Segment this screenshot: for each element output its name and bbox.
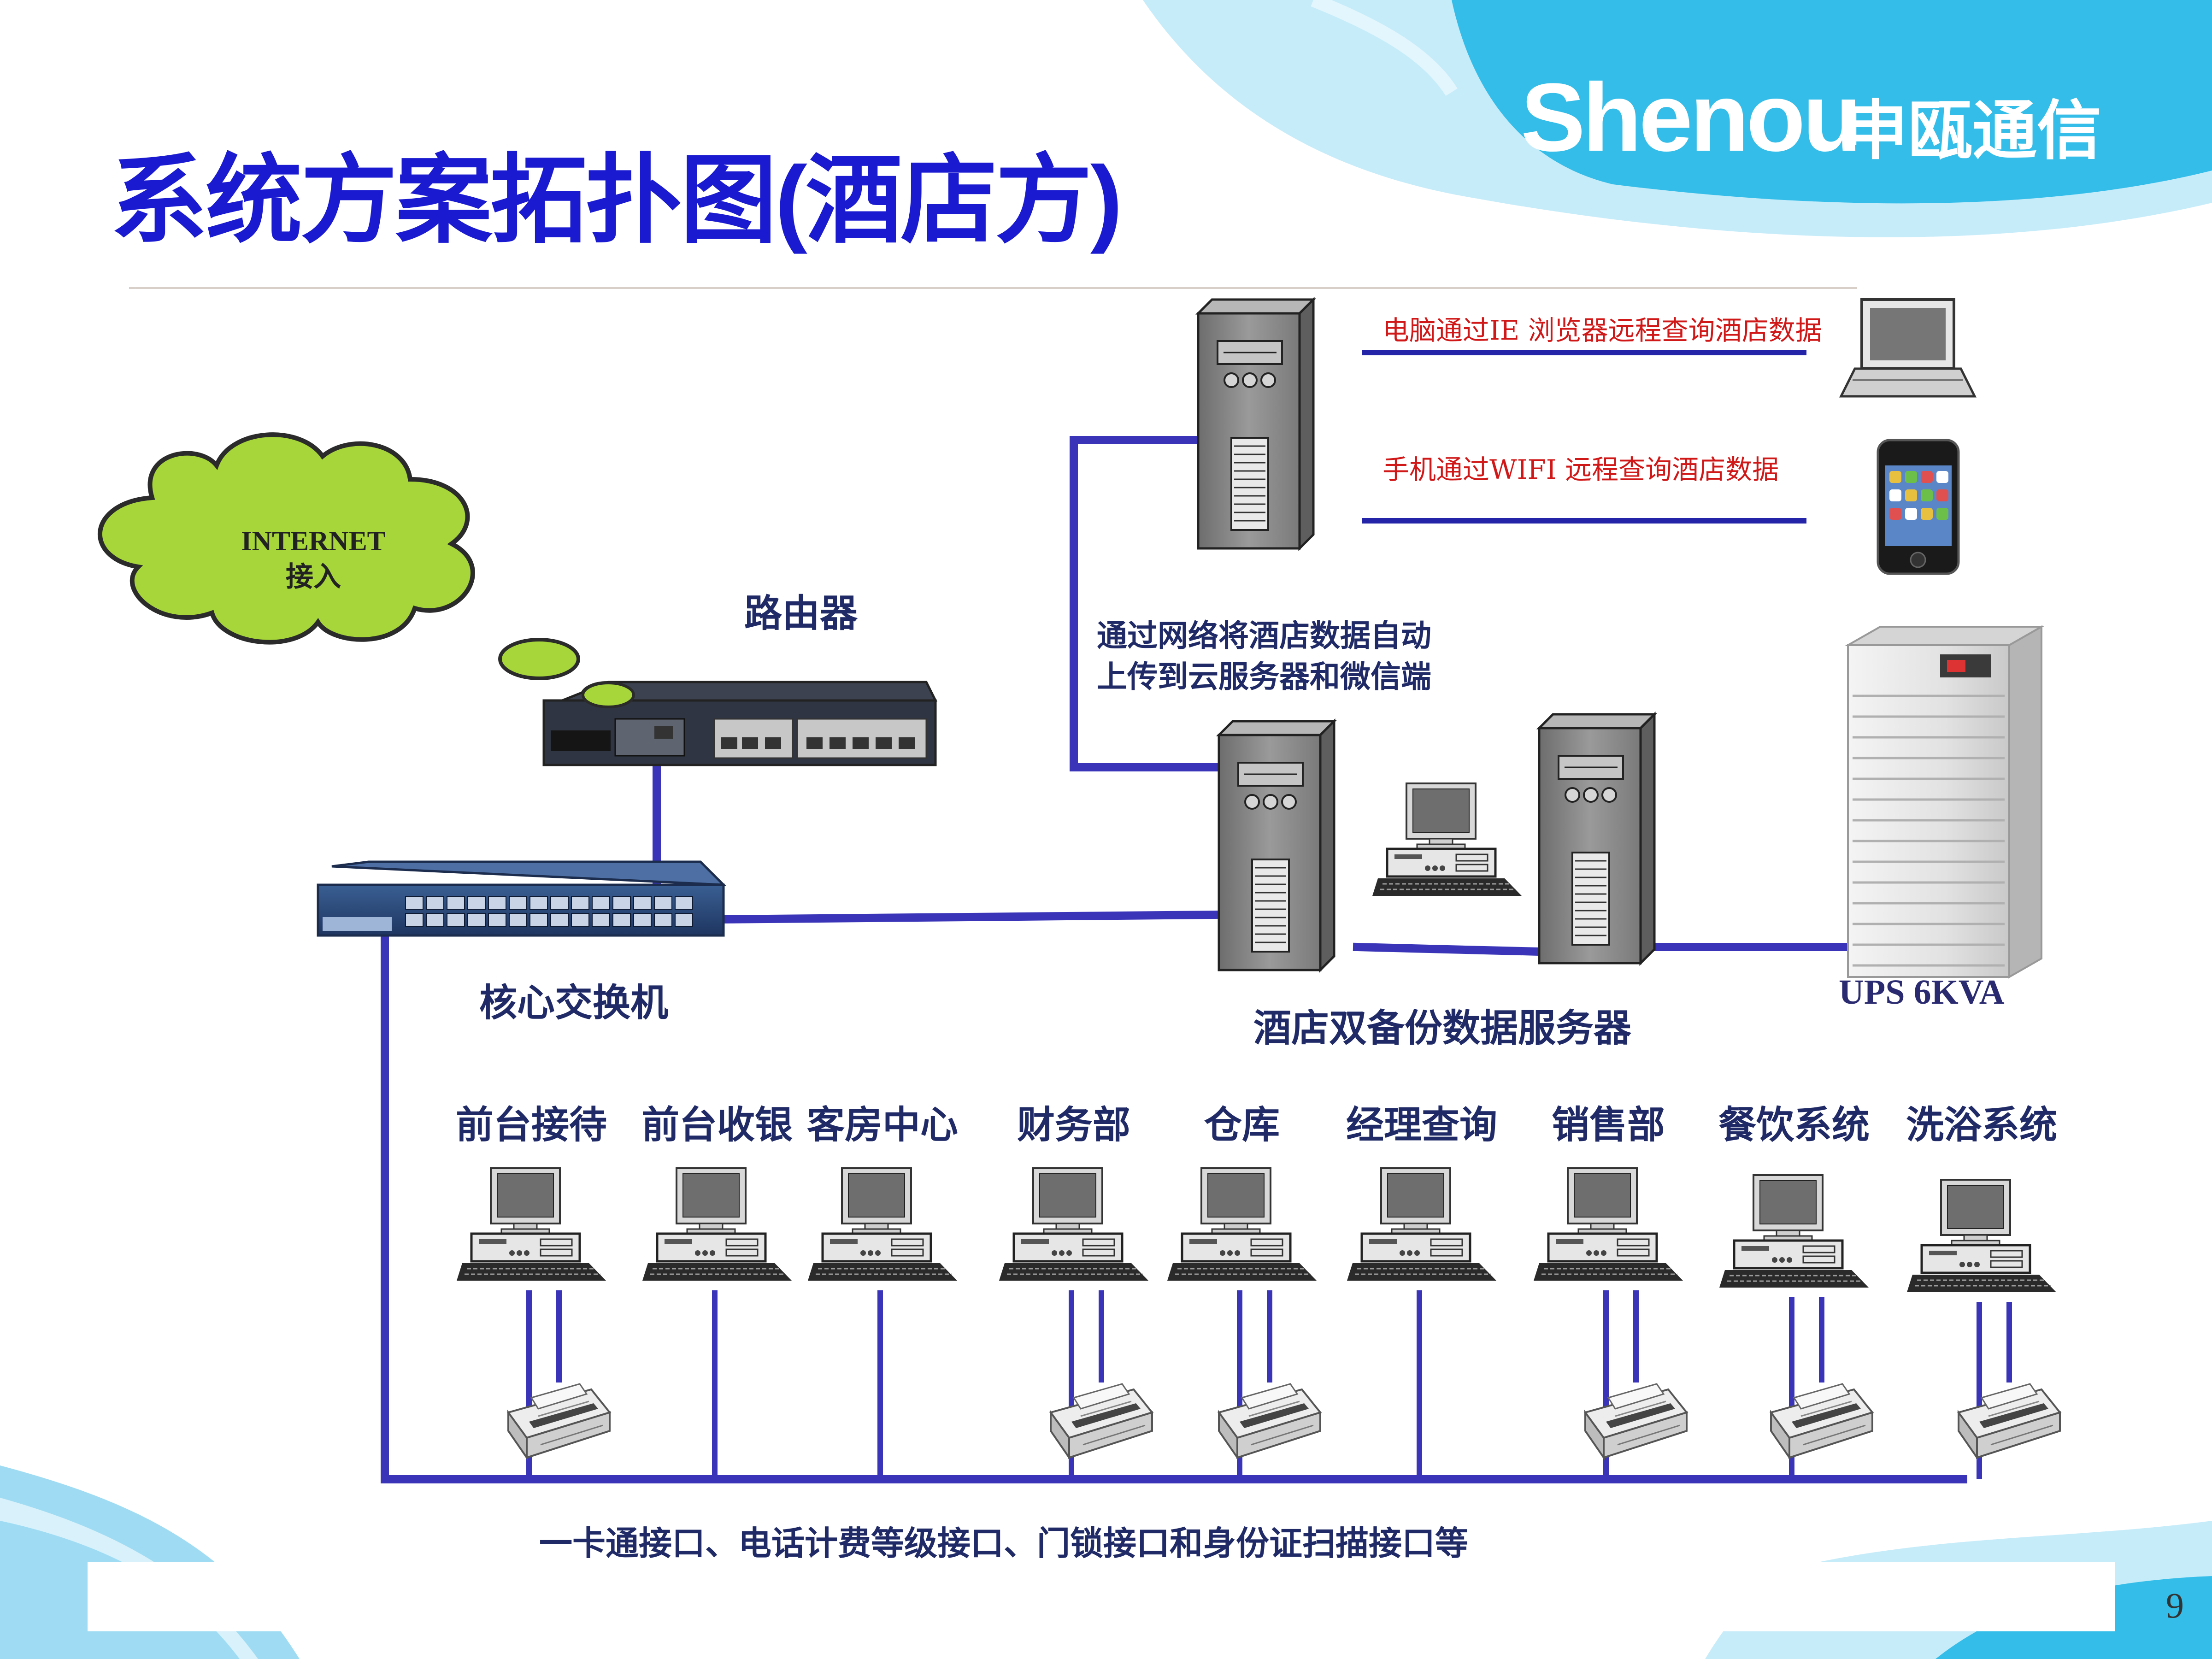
- workstation-pc: [808, 1168, 957, 1281]
- ups-unit: [1844, 625, 2045, 979]
- workstation-pc: [1347, 1168, 1496, 1281]
- link-lan-bus: [381, 927, 1967, 1483]
- cloud-label: INTERNET 接入: [198, 523, 429, 595]
- page-number: 9: [2166, 1585, 2184, 1625]
- page-title: 系统方案拓扑图(酒店方): [111, 146, 1123, 254]
- workstation-pc: [1719, 1175, 1869, 1288]
- network-links: [381, 436, 1967, 1483]
- cloud-label-line2: 接入: [286, 562, 341, 592]
- workstation-pc: [642, 1168, 792, 1281]
- brand-logo-text: Shenou: [1521, 63, 1862, 171]
- brand-logo-cn: 申瓯通信: [1843, 94, 2102, 169]
- workstation-pc: [457, 1168, 606, 1281]
- router: [542, 681, 938, 766]
- link-server-backup: [1353, 942, 1544, 956]
- department-stations: [457, 1168, 2056, 1292]
- link-server-cloudserver: [1070, 436, 1202, 771]
- laptop: [1839, 298, 1977, 398]
- department-label: 客房中心: [806, 1103, 958, 1147]
- department-label: 前台接待: [455, 1103, 607, 1147]
- workstation-pc: [1907, 1180, 2056, 1292]
- upload-caption: 通过网络将酒店数据自动 上传到云服务器和微信端: [1097, 615, 1431, 697]
- mobile-phone: [1877, 439, 1960, 575]
- remote-phone-caption: 手机通过WIFI 远程查询酒店数据: [1382, 454, 1779, 485]
- upload-caption-line1: 通过网络将酒店数据自动: [1097, 618, 1431, 653]
- link-switch-server: [714, 910, 1221, 924]
- printer: [1050, 1383, 1153, 1459]
- cloud-bubble-large: [498, 638, 580, 680]
- printer: [1770, 1383, 1873, 1459]
- printer: [1958, 1383, 2061, 1459]
- department-label: 餐饮系统: [1718, 1103, 1870, 1147]
- brand-banner: [1452, 0, 2212, 204]
- server-console-pc: [1372, 783, 1522, 896]
- workstation-pc: [999, 1168, 1148, 1281]
- remote-pc-caption: 电脑通过IE 浏览器远程查询酒店数据: [1382, 315, 1822, 346]
- department-label: 经理查询: [1346, 1103, 1497, 1147]
- department-label: 仓库: [1204, 1103, 1280, 1147]
- department-label: 财务部: [1017, 1103, 1130, 1147]
- printers: [507, 1383, 2061, 1459]
- printer: [507, 1383, 611, 1459]
- workstation-pc: [1534, 1168, 1683, 1281]
- cloud-label-line1: INTERNET: [241, 526, 386, 556]
- hotel-server-backup: [1539, 714, 1654, 963]
- router-label: 路由器: [744, 591, 858, 635]
- server-pair-label: 酒店双备份数据服务器: [1253, 1006, 1632, 1050]
- printer: [1218, 1383, 1321, 1459]
- department-label: 销售部: [1551, 1103, 1665, 1147]
- core-switch-label: 核心交换机: [479, 981, 669, 1025]
- cloud-server: [1198, 300, 1313, 548]
- department-label: 前台收银: [641, 1103, 793, 1147]
- upload-caption-line2: 上传到云服务器和微信端: [1097, 659, 1431, 695]
- core-switch: [317, 860, 727, 937]
- interfaces-caption: 一卡通接口、电话计费等级接口、门锁接口和身份证扫描接口等: [539, 1524, 1469, 1563]
- printer: [1584, 1383, 1688, 1459]
- department-label: 洗浴系统: [1906, 1103, 2057, 1147]
- hotel-server-primary: [1219, 721, 1334, 970]
- ups-label: UPS 6KVA: [1839, 973, 2005, 1012]
- workstation-pc: [1167, 1168, 1317, 1281]
